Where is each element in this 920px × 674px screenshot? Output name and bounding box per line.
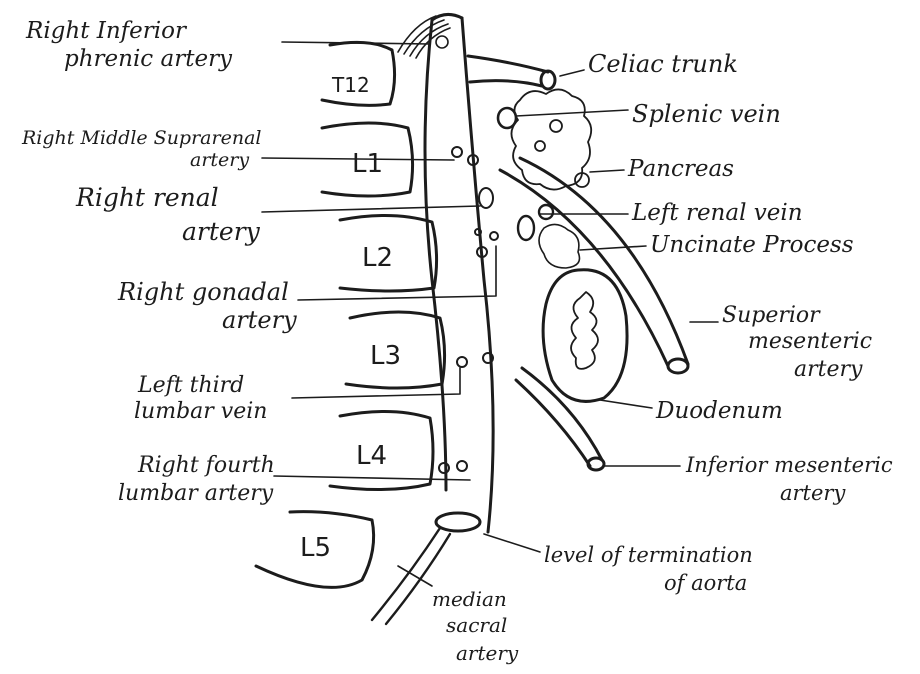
label-inferior-phrenic-2: phrenic artery <box>64 46 233 72</box>
label-median-sacral-3: artery <box>456 641 519 665</box>
label-sma-3: artery <box>794 357 863 382</box>
vertebra-label-l4: L4 <box>356 441 387 471</box>
leader-pancreas <box>590 170 624 172</box>
duodenum <box>543 270 627 402</box>
label-fourth-lumbar-2: lumbar artery <box>118 481 274 506</box>
vertebra-label-l1: L1 <box>352 149 383 179</box>
splenic-vein-section <box>498 108 516 128</box>
leader-fourth-lumbar <box>274 476 470 480</box>
leader-uncinate <box>580 246 646 250</box>
label-splenic: Splenic vein <box>632 100 781 128</box>
vertebra-label-t12: T12 <box>331 73 370 97</box>
label-median-sacral-2: sacral <box>446 613 507 637</box>
label-sma-1: Superior <box>722 303 821 328</box>
leader-third-lumbar-vein <box>292 368 460 398</box>
label-termination-1: level of termination <box>544 543 753 567</box>
aorta-top <box>432 14 462 20</box>
vertebra-label-l5: L5 <box>300 533 331 563</box>
label-celiac: Celiac trunk <box>588 50 738 78</box>
label-inferior-phrenic-1: Right Inferior <box>25 18 188 44</box>
label-pancreas: Pancreas <box>627 156 734 182</box>
celiac-trunk <box>468 56 555 89</box>
leader-duodenum <box>600 400 652 408</box>
label-median-sacral-1: median <box>432 587 507 611</box>
aorta-right-wall <box>462 18 493 532</box>
leader-splenic <box>516 110 628 116</box>
branch-sections <box>439 147 498 473</box>
crus-fibers <box>398 16 450 58</box>
label-middle-suprarenal-2: artery <box>190 149 249 171</box>
leader-renal-artery <box>262 206 480 212</box>
aorta-termination-ring <box>436 513 480 531</box>
label-termination-2: of aorta <box>664 571 747 595</box>
label-renal-artery-2: artery <box>182 217 261 246</box>
bottom-labels: median sacral artery <box>432 587 519 665</box>
label-third-lumbar-vein-2: lumbar vein <box>134 399 267 424</box>
vertebra-label-l2: L2 <box>362 243 393 273</box>
left-renal-vein <box>518 205 553 240</box>
label-fourth-lumbar-1: Right fourth <box>137 453 275 478</box>
label-sma-2: mesenteric <box>748 329 872 354</box>
leader-inferior-phrenic <box>282 42 430 44</box>
superior-mesenteric-artery <box>500 158 688 373</box>
uncinate-process <box>539 224 580 268</box>
label-gonadal-2: artery <box>222 306 297 334</box>
inferior-mesenteric-artery <box>516 368 604 470</box>
leader-celiac <box>560 70 584 76</box>
label-ima-2: artery <box>780 481 846 505</box>
label-duodenum: Duodenum <box>655 398 783 424</box>
label-middle-suprarenal-1: Right Middle Suprarenal <box>21 127 261 149</box>
leader-termination <box>484 534 540 552</box>
label-third-lumbar-vein-1: Left third <box>137 373 244 398</box>
label-renal-artery-1: Right renal <box>75 183 219 212</box>
label-uncinate: Uncinate Process <box>650 232 854 258</box>
label-ima-1: Inferior mesenteric <box>685 453 893 477</box>
vertebra-label-l3: L3 <box>370 341 401 371</box>
label-renal-vein: Left renal vein <box>631 200 803 226</box>
label-gonadal-1: Right gonadal <box>117 278 289 306</box>
left-labels: Right Inferior phrenic artery Right Midd… <box>21 18 297 506</box>
